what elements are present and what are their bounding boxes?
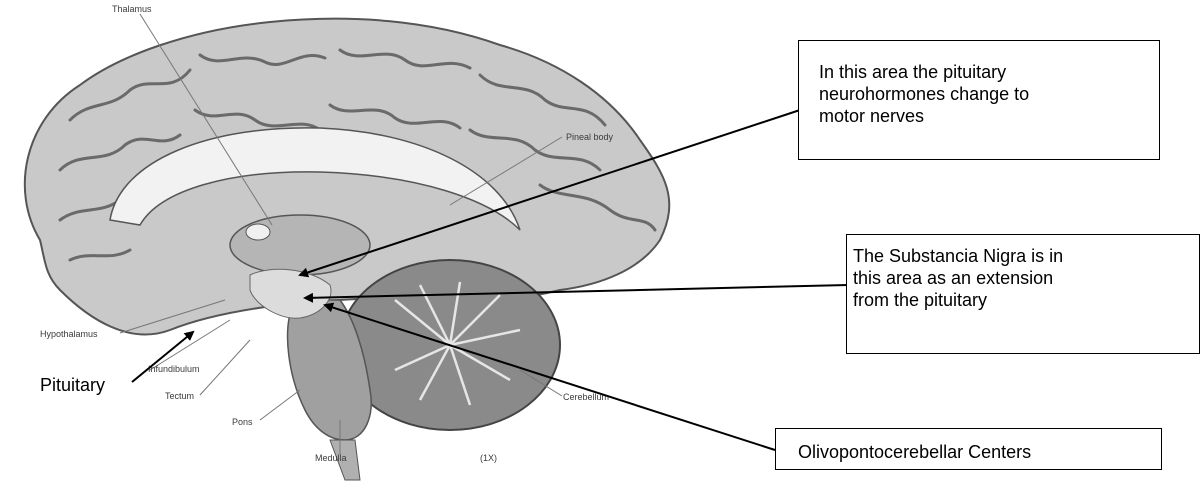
callout-substancia-nigra-line-1: The Substancia Nigra is in bbox=[853, 245, 1199, 267]
callout-motor-nerves-line-1: In this area the pituitary bbox=[819, 61, 1159, 83]
label-tectum: Tectum bbox=[165, 391, 194, 401]
label-hypothalamus: Hypothalamus bbox=[40, 329, 98, 339]
callout-motor-nerves-line-3: motor nerves bbox=[819, 105, 1159, 127]
label-pons: Pons bbox=[232, 417, 253, 427]
callout-substancia-nigra-line-3: from the pituitary bbox=[853, 289, 1199, 311]
thalamus-region bbox=[230, 215, 370, 275]
callout-motor-nerves-line-2: neurohormones change to bbox=[819, 83, 1159, 105]
label-pineal-body: Pineal body bbox=[566, 132, 614, 142]
callout-olivopontocerebellar-text: Olivopontocerebellar Centers bbox=[798, 441, 1161, 463]
label-pituitary: Pituitary bbox=[40, 375, 105, 395]
pituitary-arrow bbox=[132, 332, 193, 382]
label-scale: (1X) bbox=[480, 453, 497, 463]
callout-substancia-nigra: The Substancia Nigra is in this area as … bbox=[846, 234, 1200, 354]
callout-motor-nerves: In this area the pituitary neurohormones… bbox=[798, 40, 1160, 160]
label-infundibulum: Infundibulum bbox=[148, 364, 200, 374]
label-thalamus: Thalamus bbox=[112, 4, 152, 14]
callout-olivopontocerebellar: Olivopontocerebellar Centers bbox=[775, 428, 1162, 470]
label-medulla: Medulla bbox=[315, 453, 347, 463]
callout-substancia-nigra-line-2: this area as an extension bbox=[853, 267, 1199, 289]
cerebrum bbox=[25, 19, 669, 335]
